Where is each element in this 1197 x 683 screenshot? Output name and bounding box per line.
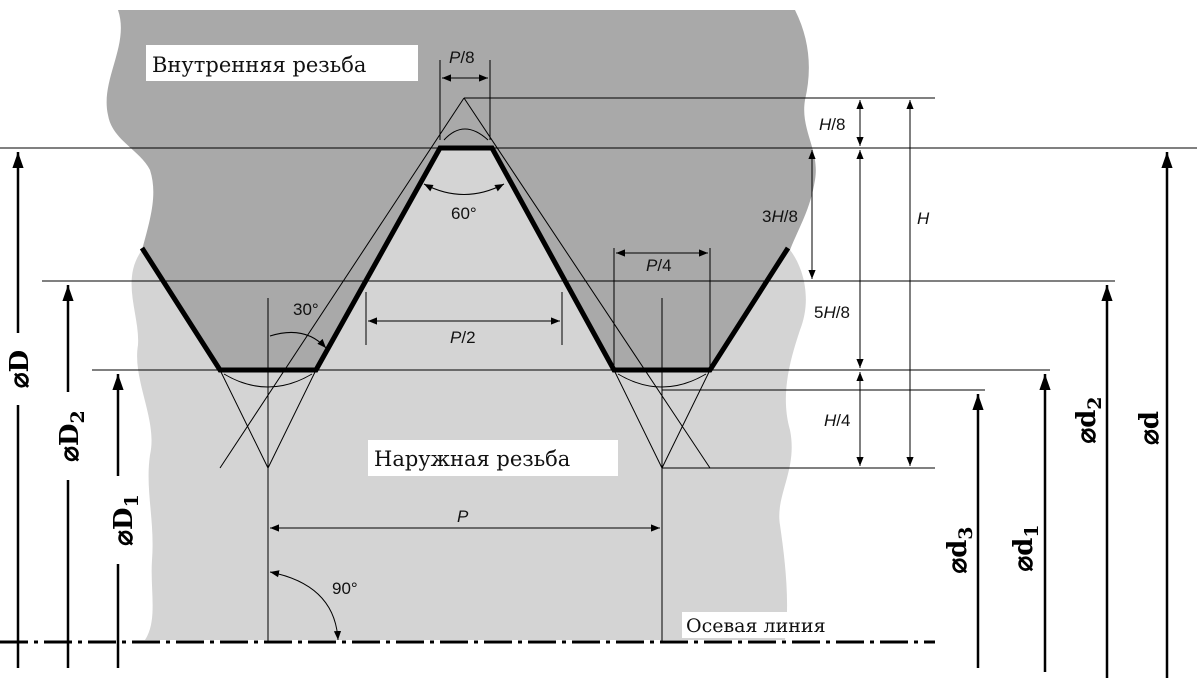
external-label-bg <box>368 440 618 476</box>
diam-label-d1: ⌀d1 <box>1009 524 1043 571</box>
axis-line-label: Осевая линия <box>686 615 826 637</box>
dim-3h8: 3H/8 <box>762 207 798 226</box>
dim-p8: P/8 <box>449 48 475 67</box>
dim-p4: P/4 <box>646 256 672 275</box>
internal-label-bg <box>146 45 418 81</box>
axis-label-bg <box>682 612 852 638</box>
diam-label-D1: ⌀D1 <box>98 476 146 564</box>
fundamental-triangle-lines <box>219 97 711 469</box>
dim-h8: H/8 <box>819 115 845 134</box>
diam-label-D2: ⌀D2 <box>50 392 89 480</box>
external-thread-region <box>131 148 806 640</box>
diam-label-D: ⌀D <box>0 333 35 405</box>
reference-lines <box>0 97 1197 469</box>
svg-text:⌀D2: ⌀D2 <box>55 410 89 461</box>
svg-text:⌀d1: ⌀d1 <box>1009 524 1043 571</box>
diameter-arrows <box>12 152 1173 678</box>
internal-thread-label: Внутренняя резьба <box>152 53 366 77</box>
angle-arcs <box>269 183 505 641</box>
svg-text:⌀d: ⌀d <box>1135 411 1165 445</box>
svg-text:⌀D1: ⌀D1 <box>109 494 143 545</box>
dimension-arrows <box>270 74 914 532</box>
angle-60: 60° <box>451 204 477 223</box>
dim-h4: H/4 <box>824 411 850 430</box>
diam-label-d2: ⌀d2 <box>1072 396 1106 443</box>
svg-text:⌀d3: ⌀d3 <box>943 526 977 573</box>
dim-p: P <box>457 507 469 526</box>
svg-text:⌀D: ⌀D <box>5 350 35 388</box>
diam-label-d3: ⌀d3 <box>943 526 977 573</box>
angle-30: 30° <box>293 300 319 319</box>
dim-h: H <box>917 209 930 228</box>
diam-label-d: ⌀d <box>1135 411 1165 445</box>
internal-thread-region <box>106 10 816 370</box>
extension-lines <box>267 60 711 642</box>
angle-90: 90° <box>332 579 358 598</box>
svg-text:⌀d2: ⌀d2 <box>1072 396 1106 443</box>
dim-p2: P/2 <box>450 328 476 347</box>
dim-5h8: 5H/8 <box>814 303 850 322</box>
external-thread-label: Наружная резьба <box>374 447 570 471</box>
